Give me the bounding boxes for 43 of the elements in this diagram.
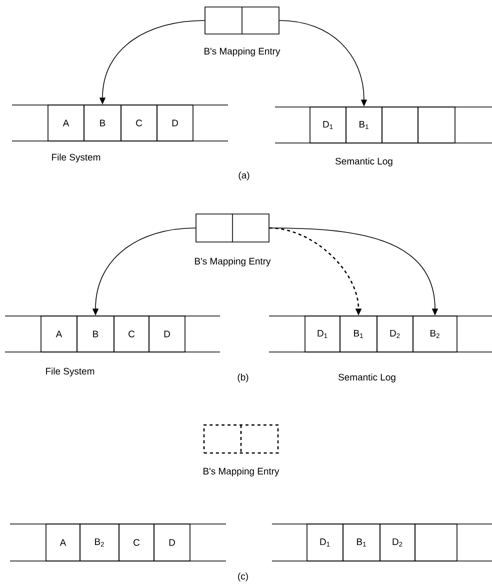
block-cell: A: [46, 524, 80, 562]
track-label: File System: [46, 368, 94, 376]
storage-track: [4, 316, 220, 352]
block-cell: D$_{1}$: [304, 316, 340, 352]
block-cell: C: [114, 316, 150, 352]
storage-track: [10, 524, 226, 562]
block-cell: B$_{1}$: [340, 316, 378, 352]
mapping-entry: B's Mapping Entry: [203, 424, 280, 476]
block-cell: D: [148, 316, 186, 352]
block-cell: B: [84, 104, 122, 142]
storage-track: [268, 316, 492, 352]
block-cell: B$_{2}$: [80, 524, 120, 562]
block-cell: D$_{1}$: [310, 106, 346, 144]
block-cell: B$_{1}$: [346, 106, 382, 144]
block-cell: B$_{1}$: [342, 524, 380, 562]
panel-label: (a): [238, 172, 250, 180]
node-label: B's Mapping Entry: [204, 468, 280, 476]
block-cell: D$_{1}$: [306, 524, 344, 562]
track-label: Semantic Log: [336, 158, 392, 166]
block-cell: B: [76, 316, 114, 352]
panel-label: (c): [238, 572, 248, 582]
storage-track: [12, 104, 228, 142]
block-cell: D$_{2}$: [380, 524, 416, 562]
block-cell: [382, 106, 418, 144]
block-cell: D: [156, 104, 194, 142]
track-label: File System: [52, 154, 100, 162]
block-cell: [414, 524, 458, 562]
storage-track: [274, 106, 492, 144]
block-cell: C: [118, 524, 154, 562]
panel-label: (b): [238, 374, 248, 382]
block-cell: [418, 106, 456, 144]
block-cell: B$_{2}$: [412, 316, 458, 352]
node-label: B's Mapping Entry: [195, 258, 271, 266]
block-cell: A: [40, 316, 78, 352]
block-cell: D$_{2}$: [376, 316, 414, 352]
mapping-entry: B's Mapping Entry: [195, 214, 271, 266]
storage-track: [272, 524, 492, 562]
block-cell: A: [48, 104, 84, 142]
block-cell: C: [120, 104, 158, 142]
track-label: Semantic Log: [338, 374, 396, 382]
block-cell: D: [154, 524, 190, 562]
node-label: B's Mapping Entry: [204, 48, 280, 56]
mapping-entry: B's Mapping Entry: [204, 6, 280, 56]
